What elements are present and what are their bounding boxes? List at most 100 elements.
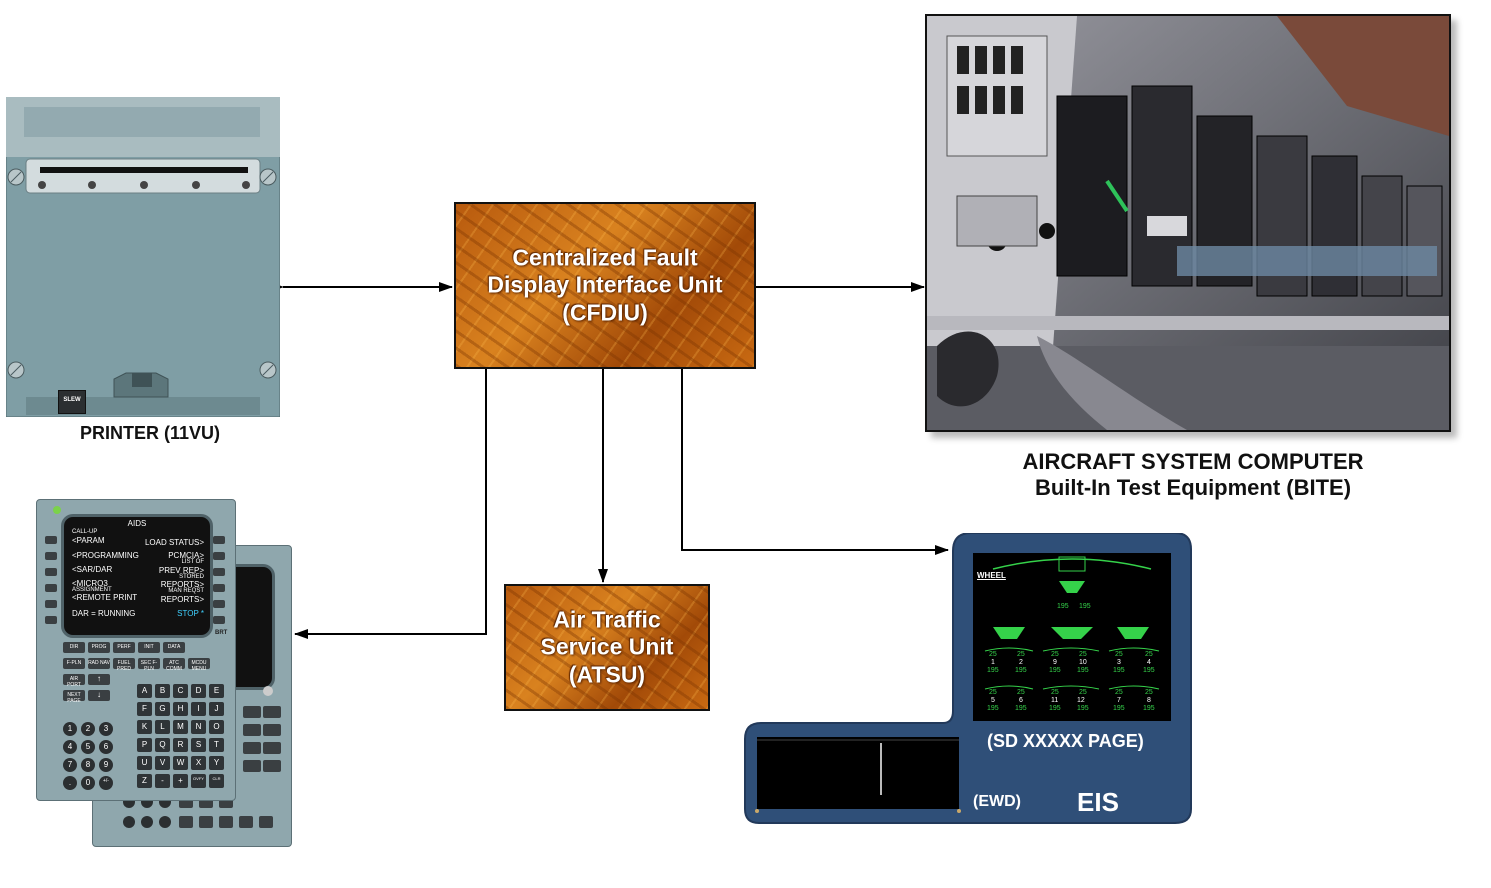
key-slew-up[interactable]: ↑ (88, 674, 110, 685)
key-dir[interactable]: DIR (63, 642, 85, 653)
key-letter[interactable]: J (209, 702, 224, 716)
key-letter[interactable]: N (191, 720, 206, 734)
key-sec-fpln[interactable]: SEC F-PLN (138, 658, 160, 672)
key-prog[interactable]: PROG (88, 642, 110, 653)
key-digit[interactable]: 3 (99, 722, 113, 736)
back-key[interactable] (243, 742, 261, 754)
key-data[interactable]: DATA (163, 642, 185, 653)
key-letter-label: R (177, 740, 184, 749)
back-key[interactable] (159, 816, 171, 828)
key-digit[interactable]: +/- (99, 776, 113, 790)
back-key[interactable] (219, 816, 233, 828)
lsk-left[interactable] (45, 552, 57, 560)
back-key[interactable] (243, 706, 261, 718)
key-mcdu-menu[interactable]: MCDU MENU (188, 658, 210, 672)
key-fuel-pred[interactable]: FUEL PRED (113, 658, 135, 672)
key-letter[interactable]: X (191, 756, 206, 770)
wheel-number: 2 (1019, 659, 1023, 666)
key-letter-label: - (161, 776, 164, 785)
key-digit[interactable]: . (63, 776, 77, 790)
key-letter[interactable]: A (137, 684, 152, 698)
key-letter[interactable]: W (173, 756, 188, 770)
key-digit[interactable]: 6 (99, 740, 113, 754)
lsk-right[interactable] (213, 616, 225, 624)
key-letter[interactable]: R (173, 738, 188, 752)
key-digit-label: 4 (67, 742, 73, 751)
lsk-right[interactable] (213, 552, 225, 560)
back-key[interactable] (263, 742, 281, 754)
back-key[interactable] (123, 816, 135, 828)
lsk-left[interactable] (45, 600, 57, 608)
sd-wheel-graphics (984, 556, 1160, 690)
key-letter[interactable]: Z (137, 774, 152, 788)
key-letter[interactable]: O (209, 720, 224, 734)
lsk-left[interactable] (45, 536, 57, 544)
key-letter[interactable]: E (209, 684, 224, 698)
key-init[interactable]: INIT (138, 642, 160, 653)
back-key[interactable] (243, 724, 261, 736)
lsk-left[interactable] (45, 584, 57, 592)
brake-temp: 25 (1017, 651, 1025, 658)
key-letter[interactable]: T (209, 738, 224, 752)
lsk-left[interactable] (45, 568, 57, 576)
key-letter[interactable]: - (155, 774, 170, 788)
key-digit[interactable]: 1 (63, 722, 77, 736)
key-digit[interactable]: 7 (63, 758, 77, 772)
key-digit[interactable]: 5 (81, 740, 95, 754)
key-airport[interactable]: AIR PORT (63, 674, 85, 688)
key-letter[interactable]: F (137, 702, 152, 716)
key-letter[interactable]: U (137, 756, 152, 770)
function-keys: DIR PROG PERF INIT DATA F-PLN RAD NAV FU… (63, 642, 213, 706)
key-letter[interactable]: OVFY (191, 774, 206, 788)
key-letter-label: J (214, 704, 219, 713)
key-digit[interactable]: 2 (81, 722, 95, 736)
back-key[interactable] (199, 816, 213, 828)
key-letter[interactable]: H (173, 702, 188, 716)
key-letter[interactable]: V (155, 756, 170, 770)
key-letter[interactable]: + (173, 774, 188, 788)
key-letter[interactable]: Y (209, 756, 224, 770)
back-key[interactable] (179, 816, 193, 828)
key-letter[interactable]: C (173, 684, 188, 698)
key-digit[interactable]: 9 (99, 758, 113, 772)
key-fpln[interactable]: F-PLN (63, 658, 85, 669)
tire-pressure: 195 (1077, 667, 1089, 674)
lsk-right[interactable] (213, 568, 225, 576)
back-key[interactable] (243, 760, 261, 772)
mcdu-line-4-right: PREV REP> (158, 566, 204, 575)
back-key[interactable] (263, 706, 281, 718)
key-letter[interactable]: K (137, 720, 152, 734)
key-letter[interactable]: P (137, 738, 152, 752)
key-digit[interactable]: 0 (81, 776, 95, 790)
lsk-right[interactable] (213, 600, 225, 608)
key-letter[interactable]: G (155, 702, 170, 716)
back-brightness-knob[interactable] (263, 686, 273, 696)
slew-button[interactable]: SLEW (58, 390, 86, 414)
back-key[interactable] (259, 816, 273, 828)
brake-temp: 25 (1079, 651, 1087, 658)
key-letter[interactable]: D (191, 684, 206, 698)
key-letter[interactable]: Q (155, 738, 170, 752)
key-digit[interactable]: 4 (63, 740, 77, 754)
back-key[interactable] (263, 760, 281, 772)
key-rad-nav[interactable]: RAD NAV (88, 658, 110, 669)
lsk-right[interactable] (213, 584, 225, 592)
back-key[interactable] (141, 816, 153, 828)
back-key[interactable] (239, 816, 253, 828)
key-letter[interactable]: B (155, 684, 170, 698)
lsk-left[interactable] (45, 616, 57, 624)
wheel-number: 5 (991, 697, 995, 704)
key-letter[interactable]: I (191, 702, 206, 716)
key-atc-comm[interactable]: ATC COMM (163, 658, 185, 672)
key-letter[interactable]: CLR (209, 774, 224, 788)
key-next-page[interactable]: NEXT PAGE (63, 690, 85, 704)
lsk-right[interactable] (213, 536, 225, 544)
key-slew-down[interactable]: ↓ (88, 690, 110, 701)
key-letter[interactable]: L (155, 720, 170, 734)
back-key[interactable] (263, 724, 281, 736)
key-letter[interactable]: M (173, 720, 188, 734)
key-perf[interactable]: PERF (113, 642, 135, 653)
key-digit[interactable]: 8 (81, 758, 95, 772)
key-letter[interactable]: S (191, 738, 206, 752)
mcdu-line-8-left: <REMOTE PRINT (72, 593, 138, 602)
